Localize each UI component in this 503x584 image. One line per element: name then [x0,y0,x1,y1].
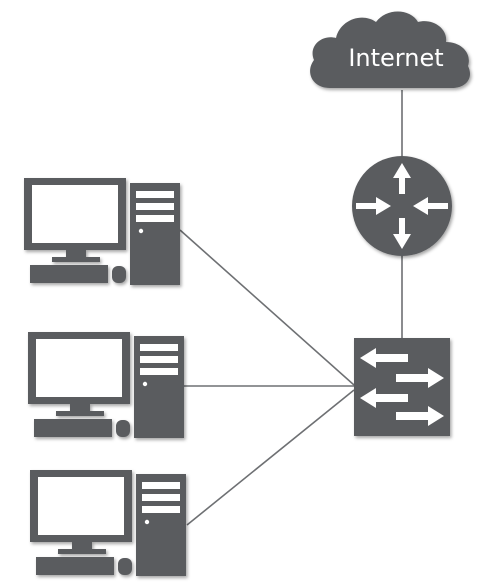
router [352,156,452,256]
router-arrows [356,163,448,249]
switch-arrows [360,348,444,426]
switch-icon [354,338,450,436]
computer-icon [28,332,184,438]
link-pc3-switch [186,389,355,526]
computer-icon [30,470,186,576]
router-icon [352,156,452,256]
computer-2 [28,332,184,438]
switch [354,338,450,436]
cloud-icon [310,11,471,88]
computer-icon [24,178,180,285]
internet-cloud: Internet [310,11,471,88]
cloud-label: Internet [348,44,443,72]
computer-3 [30,470,186,576]
connection-lines [179,90,403,526]
link-pc1-switch [179,229,355,386]
computer-1 [24,178,180,285]
